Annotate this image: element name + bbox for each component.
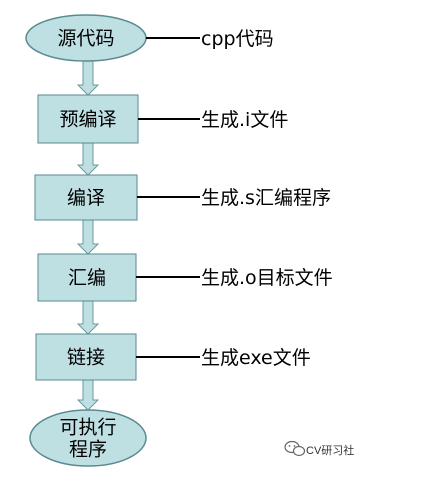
node-shape-exe [29,409,147,467]
node-shape-link [35,333,137,381]
node-source: 源代码 [25,14,147,62]
annotation-text-preprocess: 生成.i文件 [201,109,288,131]
node-label-link: 链接 [67,347,105,369]
node-preprocess: 预编译 [37,94,139,144]
annotation-text-link: 生成exe文件 [201,347,311,369]
annotation-compile: 生成.s汇编程序 [137,187,331,209]
node-link: 链接 [35,333,137,381]
node-label-exe-line-1: 程序 [69,439,107,461]
node-label-compile: 编译 [67,187,105,209]
annotation-assemble: 生成.o目标文件 [136,267,333,289]
node-assemble: 汇编 [37,253,137,302]
flow-arrow-link-to-exe [76,379,100,411]
annotation-link: 生成exe文件 [136,347,311,369]
watermark-text: CV研习社 [306,443,354,457]
annotation-text-source: cpp代码 [201,28,274,50]
flow-arrow-source-to-preprocess [76,60,100,96]
node-label-preprocess: 预编译 [59,109,116,131]
annotation-source: cpp代码 [146,28,274,50]
wechat-icon [284,440,306,457]
annotation-preprocess: 生成.i文件 [138,109,288,131]
flow-arrow-preprocess-to-compile [76,142,100,176]
watermark: CV研习社 [284,440,354,457]
flow-arrow-assemble-to-link [76,300,100,335]
node-label-assemble: 汇编 [68,267,106,289]
node-label-source: 源代码 [57,28,114,50]
node-shape-preprocess [37,94,139,144]
annotation-text-assemble: 生成.o目标文件 [201,267,333,289]
flow-arrow-compile-to-assemble [76,219,100,255]
node-compile: 编译 [34,174,138,221]
annotation-text-compile: 生成.s汇编程序 [201,187,331,209]
node-shape-compile [34,174,138,221]
node-label-exe-line-0: 可执行 [59,417,116,439]
node-shape-assemble [37,253,137,302]
